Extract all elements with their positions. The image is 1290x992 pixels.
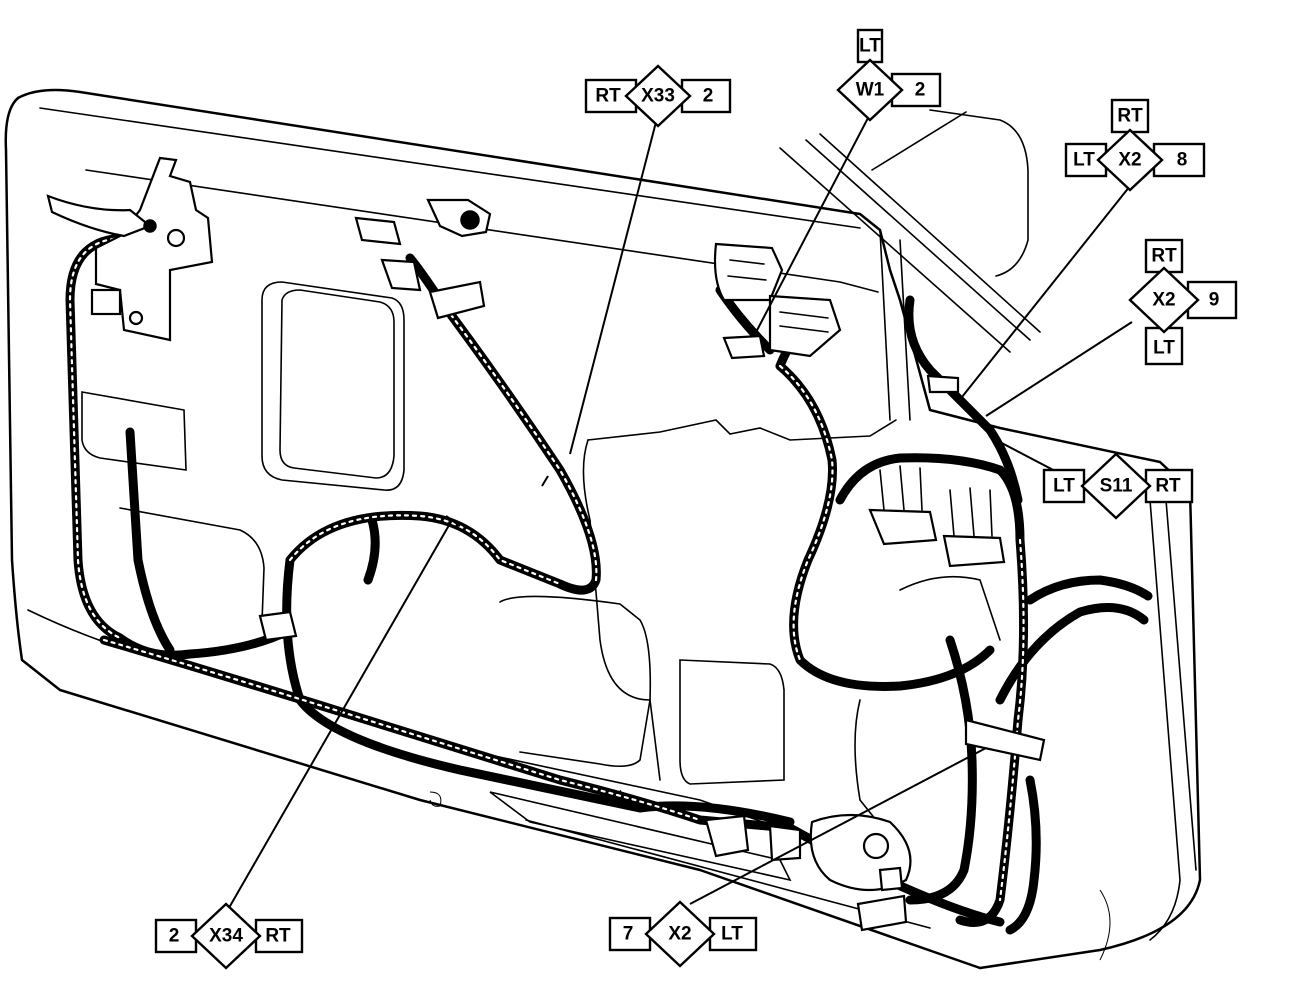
callout-x2-8-left-label: LT	[1073, 150, 1095, 171]
harness-bundles	[65, 233, 1153, 935]
callout-x2-7: 7 X2 LT	[608, 900, 758, 968]
lower-clips	[258, 374, 1046, 932]
callout-x2-7-left-label: 7	[623, 924, 634, 945]
callout-w1-top-label: LT	[859, 36, 881, 57]
callout-x34-left-label: 2	[169, 926, 180, 947]
callout-x33-left-label: RT	[595, 86, 621, 107]
callout-x33: RT X33 2	[584, 64, 732, 128]
callout-x33-id: X33	[641, 86, 675, 107]
window-switch-connectors	[713, 242, 842, 360]
callout-x2-7-right-label: LT	[721, 924, 743, 945]
callout-w1-right-label: 2	[915, 80, 926, 101]
callout-x2-9-bottom-label: LT	[1153, 338, 1175, 359]
callout-x2-8-top-label: RT	[1117, 106, 1143, 127]
leader-lines	[221, 117, 1133, 921]
callout-x34-id: X34	[209, 926, 243, 947]
callout-x33-right-label: 2	[703, 86, 714, 107]
callout-x34: 2 X34 RT	[154, 902, 304, 970]
callout-x2-8-right-label: 8	[1177, 150, 1188, 171]
callout-x2-7-id: X2	[668, 924, 691, 945]
callout-x2-9-id: X2	[1152, 290, 1175, 311]
callout-s11-right-label: RT	[1155, 476, 1181, 497]
speaker-connectors	[868, 465, 1006, 568]
callout-x2-8-id: X2	[1118, 150, 1141, 171]
callout-w1: LT W1 2	[836, 28, 942, 122]
callout-s11: LT S11 RT	[1042, 452, 1194, 520]
callout-s11-left-label: LT	[1053, 476, 1075, 497]
callout-x2-8: RT LT X2 8	[1064, 98, 1206, 192]
door-panel	[4, 88, 1202, 970]
callout-x2-9: RT LT X2 9	[1128, 238, 1238, 366]
callout-w1-id: W1	[856, 80, 885, 101]
callout-x34-right-label: RT	[265, 926, 291, 947]
callout-x2-9-top-label: RT	[1151, 246, 1177, 267]
mirror-bracket	[354, 198, 492, 320]
door-latch	[46, 156, 214, 342]
callout-s11-id: S11	[1100, 476, 1133, 497]
callout-x2-9-right-label: 9	[1209, 290, 1220, 311]
